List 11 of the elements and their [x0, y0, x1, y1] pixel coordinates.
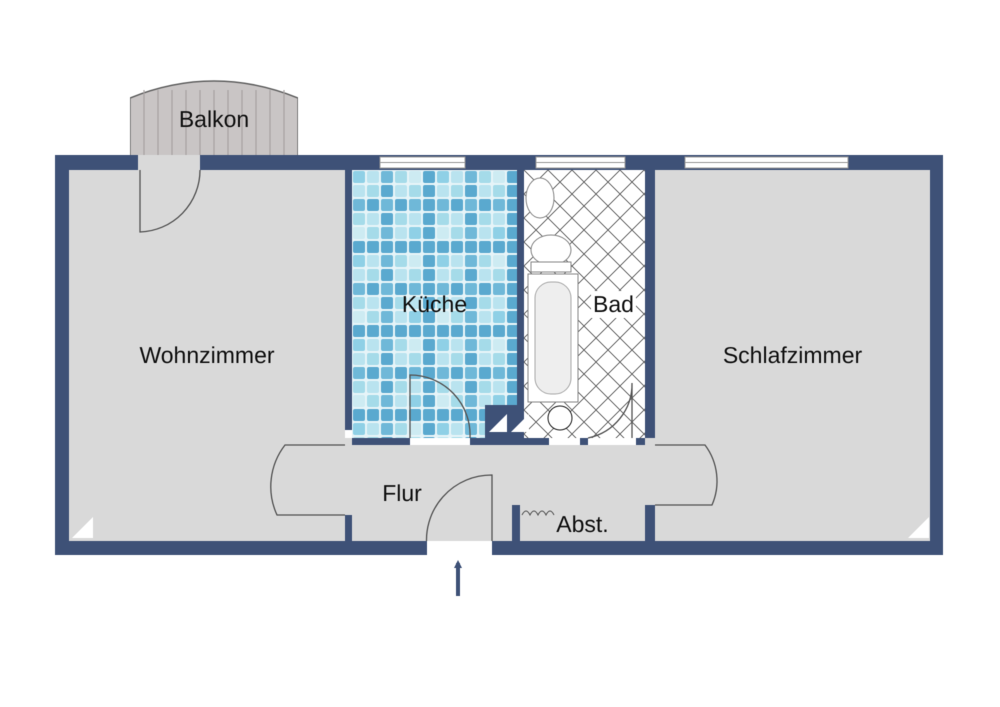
room-label: Balkon — [178, 106, 250, 132]
room-floor — [69, 170, 345, 541]
room-floor — [520, 507, 645, 541]
room-floor — [655, 170, 930, 541]
room-label: Bad — [591, 290, 636, 318]
room-label: Abst. — [556, 510, 609, 538]
room-label: Wohnzimmer — [139, 342, 275, 369]
entrance-arrow — [454, 560, 462, 596]
room-label: Flur — [382, 480, 422, 506]
room-label: Küche — [402, 290, 468, 318]
room-label: Schlafzimmer — [722, 342, 862, 369]
